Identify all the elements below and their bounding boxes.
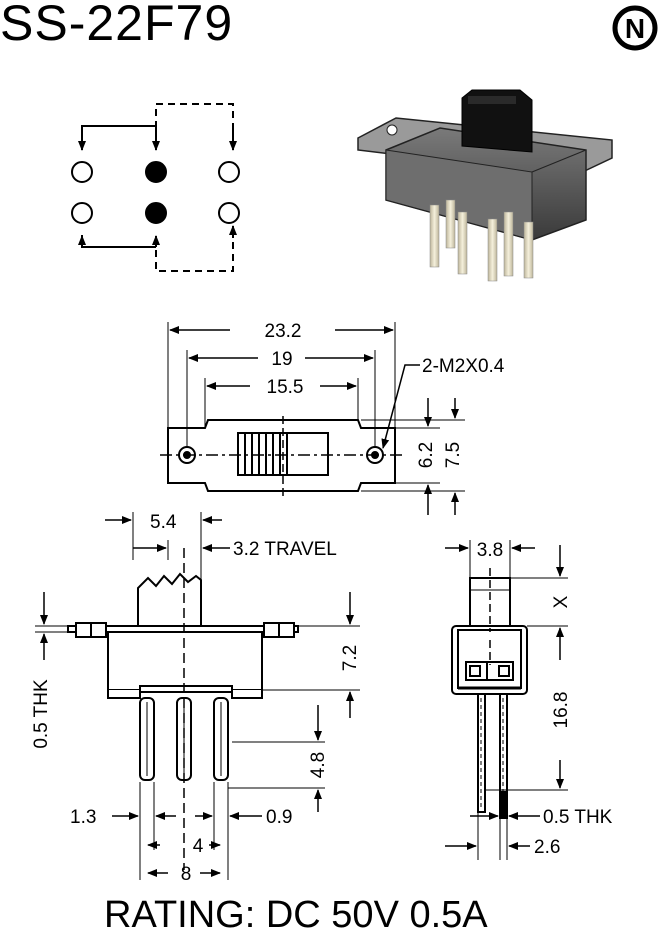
dim-total-height: 16.8 (551, 692, 572, 729)
dim-pin-spacing: 2.6 (534, 837, 560, 858)
product-illustration (357, 89, 613, 282)
side-view (445, 540, 568, 860)
top-view (160, 322, 465, 515)
dim-body-width: 15.5 (267, 377, 304, 398)
dim-travel: 3.2 TRAVEL (233, 539, 337, 560)
dim-plate-thickness: 0.5 THK (31, 679, 52, 749)
dim-side-pin-thickness: 0.5 THK (543, 807, 613, 828)
dim-pin-length: 4.8 (308, 752, 329, 778)
front-view (35, 512, 360, 880)
logo-letter: N (625, 13, 645, 44)
dim-body-height: 7.2 (340, 645, 361, 671)
dim-pin-row-span: 8 (181, 864, 192, 885)
dim-mount-thread: 2-M2X0.4 (422, 356, 505, 377)
dim-pin-width-left: 1.3 (70, 807, 96, 828)
brand-logo: N (612, 5, 658, 51)
dim-hole-spacing: 19 (271, 349, 292, 370)
dim-outer-height: 7.5 (443, 442, 464, 468)
circuit-schematic (71, 103, 240, 272)
dim-side-actuator-width: 3.8 (477, 540, 503, 561)
dim-overall-width: 23.2 (265, 321, 302, 342)
dim-actuator-width: 5.4 (150, 512, 177, 533)
common-contact (145, 202, 167, 224)
electrical-rating: RATING: DC 50V 0.5A (104, 894, 488, 936)
dim-pin-pitch: 4 (193, 836, 204, 857)
part-number-title: SS-22F79 (0, 0, 234, 51)
common-contact (145, 161, 167, 183)
contact-circle (71, 161, 93, 183)
dim-pin-width-right: 0.9 (266, 807, 292, 828)
contact-circle (218, 202, 240, 224)
contact-circle (71, 202, 93, 224)
dim-actuator-height: X (551, 595, 572, 608)
dim-inner-height: 6.2 (416, 442, 437, 468)
contact-circle (218, 161, 240, 183)
